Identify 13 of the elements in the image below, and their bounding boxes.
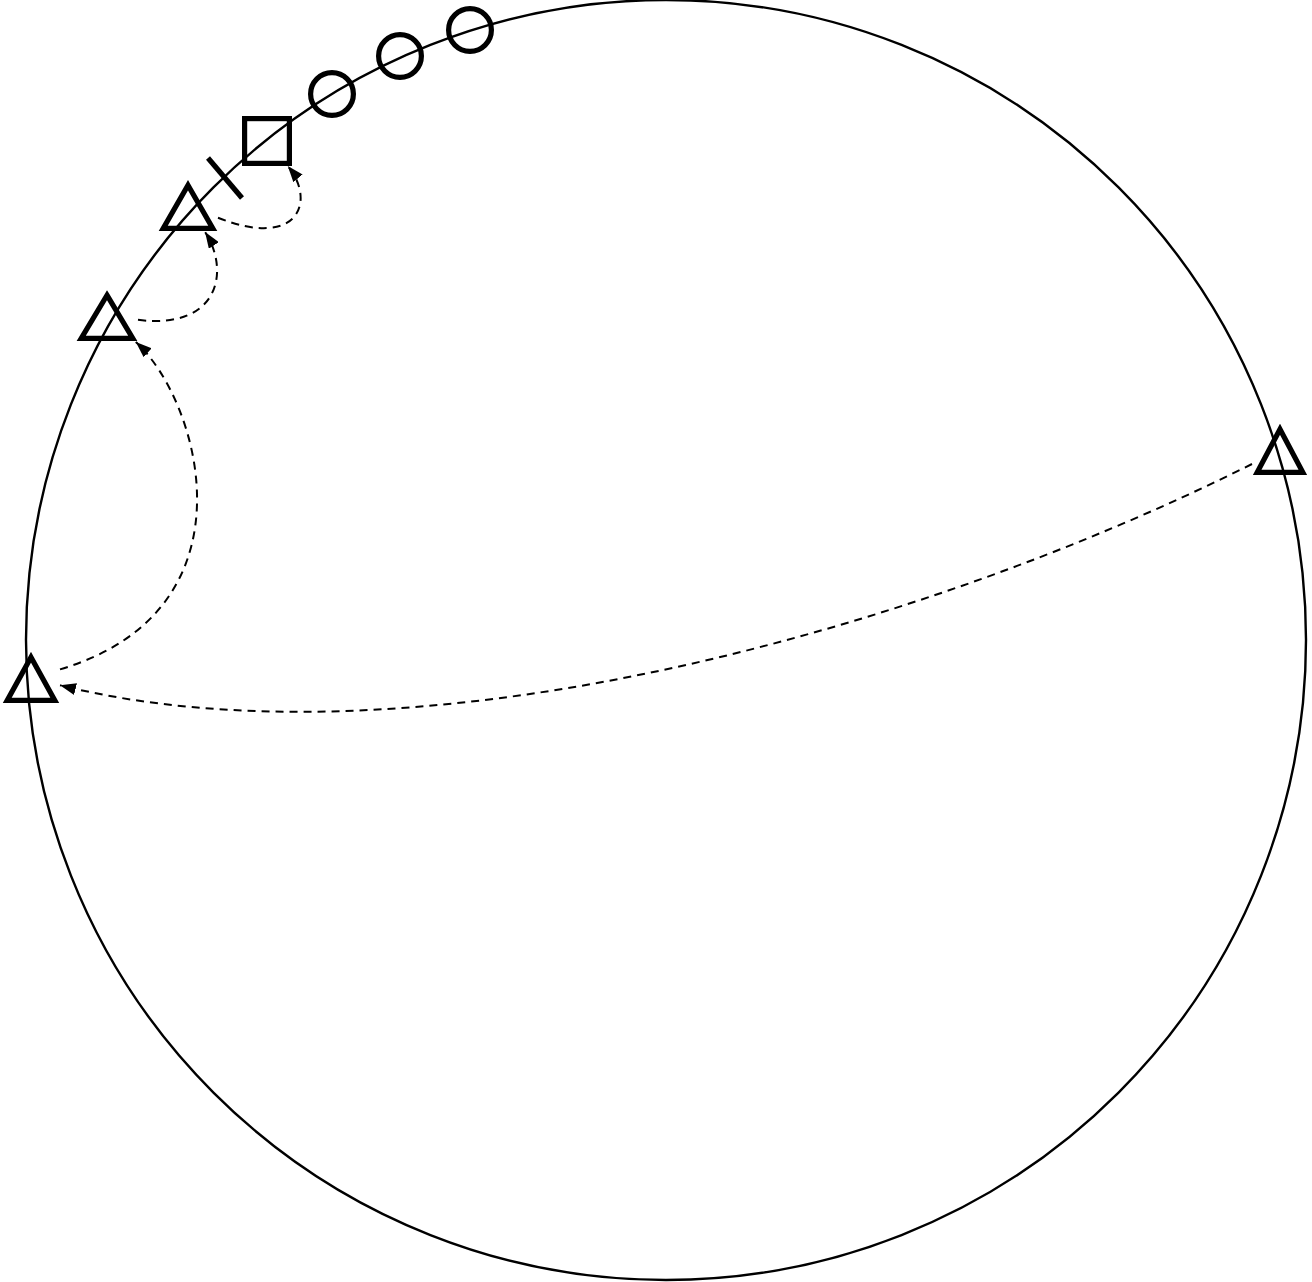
- circle-marker: [308, 70, 356, 118]
- dashed-arrow: [59, 463, 1253, 713]
- triangle-marker: [1252, 424, 1308, 476]
- triangle-marker: [76, 290, 138, 342]
- square-marker: [242, 116, 292, 166]
- circle-marker: [376, 32, 424, 80]
- dashed-arrow: [217, 165, 302, 230]
- circle-marker: [446, 6, 494, 54]
- dashed-arrow: [137, 231, 219, 322]
- triangle-marker: [2, 652, 60, 704]
- triangle-marker: [158, 180, 218, 232]
- tick-mark: [206, 156, 244, 200]
- dashed-arrow: [59, 341, 198, 671]
